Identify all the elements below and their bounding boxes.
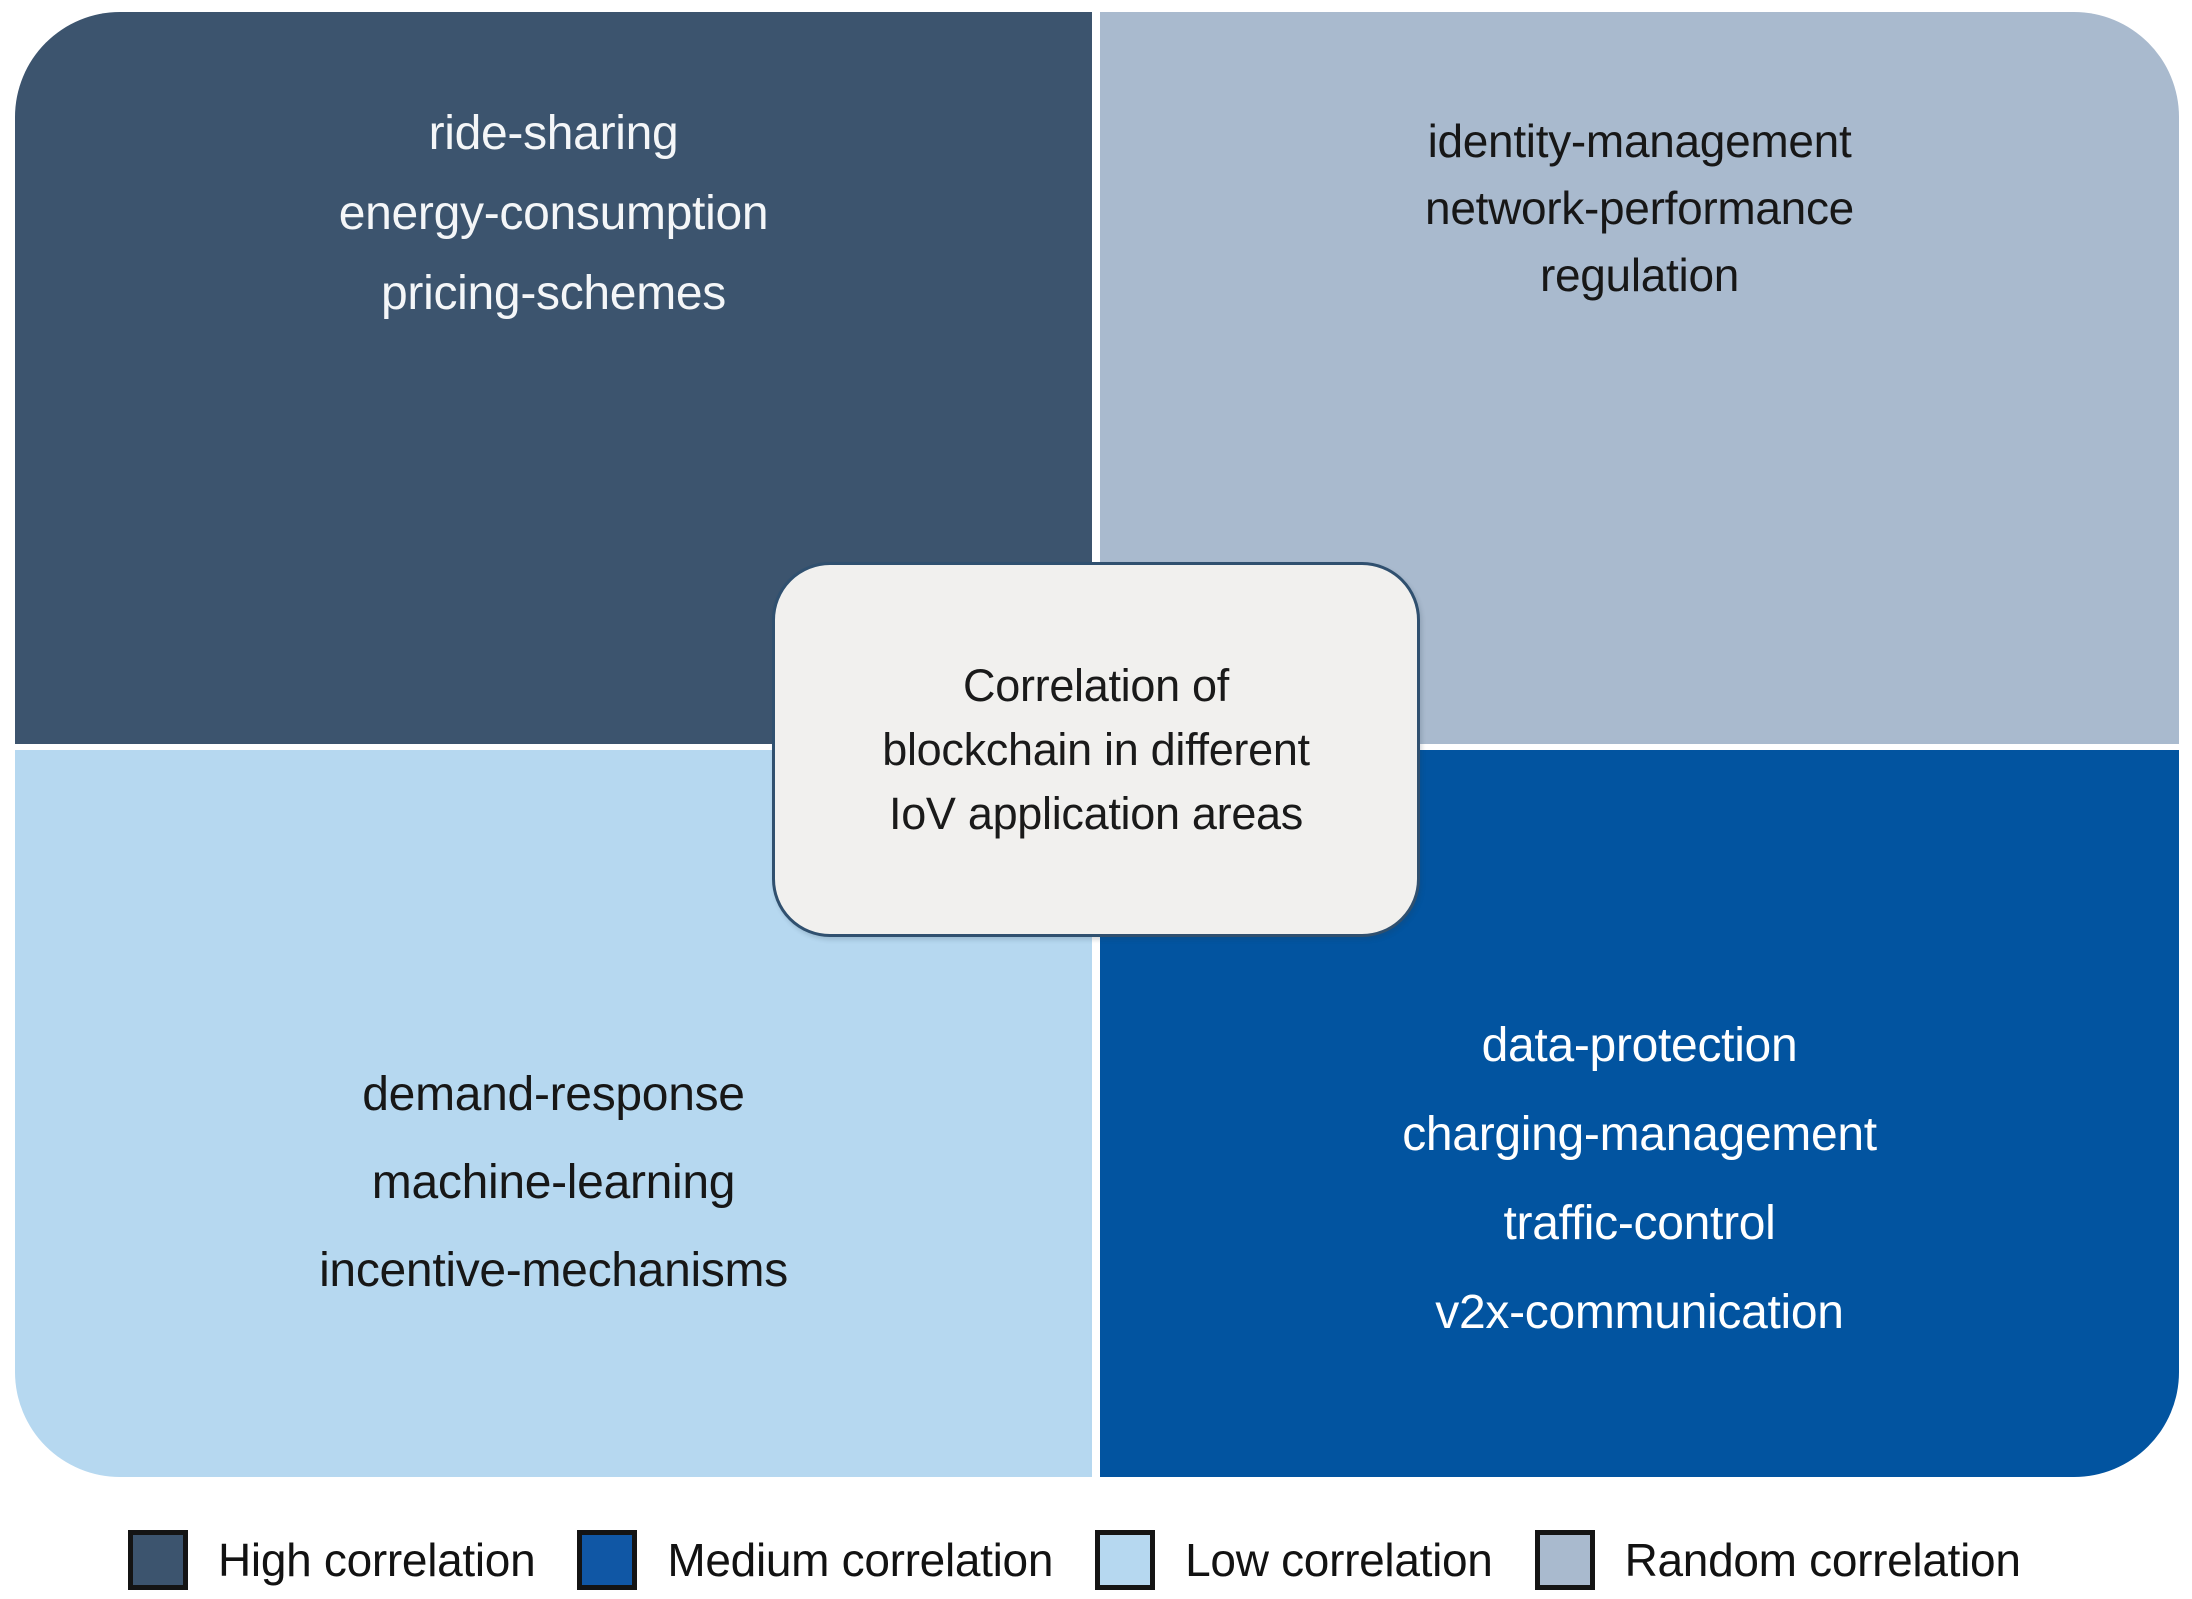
application-area-label: incentive-mechanisms bbox=[319, 1244, 788, 1297]
application-area-label: identity-management bbox=[1427, 115, 1852, 167]
legend-label: Random correlation bbox=[1624, 1534, 2021, 1586]
application-area-label: energy-consumption bbox=[338, 187, 769, 240]
legend-item: Random correlation bbox=[1534, 1530, 2021, 1590]
center-title-box: Correlation of blockchain in different I… bbox=[772, 562, 1420, 937]
center-title-line: IoV application areas bbox=[889, 787, 1303, 839]
application-area-label: regulation bbox=[1539, 249, 1740, 301]
application-area-label: ride-sharing bbox=[428, 107, 679, 160]
legend-label: High correlation bbox=[218, 1534, 536, 1586]
application-area-label: charging-management bbox=[1402, 1108, 1877, 1161]
legend: High correlation Medium correlation Low … bbox=[128, 1524, 2192, 1596]
legend-item: Low correlation bbox=[1095, 1530, 1493, 1590]
legend-item: Medium correlation bbox=[577, 1530, 1053, 1590]
legend-label: Medium correlation bbox=[667, 1534, 1054, 1586]
application-area-label: demand-response bbox=[362, 1068, 745, 1121]
quadrant-high-correlation: ride-sharing energy-consumption pricing-sc… bbox=[15, 12, 1092, 744]
legend-label: Low correlation bbox=[1185, 1534, 1493, 1586]
quadrant-item-list: demand-response machine-learning incentive… bbox=[15, 1051, 1092, 1315]
application-area-label: machine-learning bbox=[371, 1156, 736, 1209]
application-area-label: pricing-schemes bbox=[381, 267, 726, 320]
legend-item: High correlation bbox=[128, 1530, 536, 1590]
application-area-label: traffic-control bbox=[1503, 1197, 1776, 1250]
quadrant-item-list: ride-sharing energy-consumption pricing-sc… bbox=[15, 94, 1092, 334]
center-title-line: Correlation of bbox=[963, 659, 1229, 711]
application-area-label: v2x-communication bbox=[1435, 1286, 1844, 1339]
application-area-label: network-performance bbox=[1425, 182, 1854, 234]
legend-items: High correlation Medium correlation Low … bbox=[128, 1524, 2192, 1596]
legend-color-swatch bbox=[1534, 1530, 1595, 1590]
legend-color-swatch bbox=[577, 1530, 638, 1590]
center-title-line: blockchain in different bbox=[882, 723, 1310, 775]
legend-color-swatch bbox=[1095, 1530, 1156, 1590]
application-area-label: data-protection bbox=[1481, 1019, 1798, 1072]
legend-color-swatch bbox=[128, 1530, 188, 1590]
quadrant-item-list: identity-management network-performance re… bbox=[1100, 108, 2179, 309]
quadrant-item-list: data-protection charging-management traffi… bbox=[1100, 1001, 2179, 1357]
